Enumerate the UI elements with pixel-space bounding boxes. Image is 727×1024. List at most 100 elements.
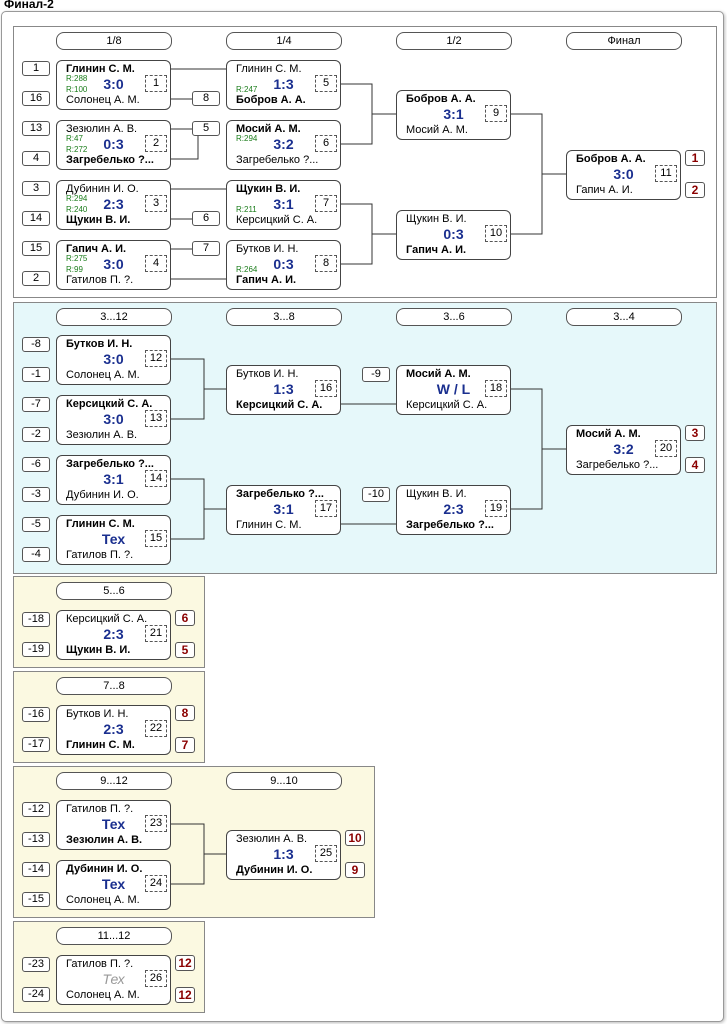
- round-label: 3...12: [56, 308, 172, 326]
- match-score: 2:3: [443, 501, 464, 517]
- seed-box: -10: [362, 487, 390, 502]
- match-number: 9: [485, 105, 507, 122]
- player-top: Глинин С. М.: [236, 63, 302, 75]
- place-badge: 12: [175, 987, 195, 1003]
- match-score: 3:1: [273, 196, 294, 212]
- round-label: 1/2: [396, 32, 512, 50]
- player-bottom: Солонец А. М.: [66, 369, 140, 381]
- player-top: Гапич А. И.: [66, 243, 127, 255]
- match-score: 3:0: [103, 256, 124, 272]
- match-score: 0:3: [443, 226, 464, 242]
- match-number: 14: [145, 470, 167, 487]
- player-bottom: Загребелько ?...: [236, 154, 319, 166]
- round-label: 1/8: [56, 32, 172, 50]
- match-number: 21: [145, 625, 167, 642]
- match-number: 16: [315, 380, 337, 397]
- seed-box: -15: [22, 892, 50, 907]
- match-number: 20: [655, 440, 677, 457]
- player-top: Глинин С. М.: [66, 63, 135, 75]
- seed-box: 14: [22, 211, 50, 226]
- place-badge: 6: [175, 610, 195, 626]
- round-label: 3...8: [226, 308, 342, 326]
- match-number: 8: [315, 255, 337, 272]
- match-score: 3:1: [443, 106, 464, 122]
- match-score: 0:3: [273, 256, 294, 272]
- match-number: 6: [315, 135, 337, 152]
- round-label: 7...8: [56, 677, 172, 695]
- seed-box: -13: [22, 832, 50, 847]
- match-number: 2: [145, 135, 167, 152]
- match-score: 3:1: [103, 471, 124, 487]
- seed-box: -7: [22, 397, 50, 412]
- place-badge: 10: [345, 830, 365, 846]
- round-label: 3...4: [566, 308, 682, 326]
- match-score: Тех: [101, 531, 126, 547]
- seed-box: 4: [22, 151, 50, 166]
- player-bottom: Солонец А. М.: [66, 989, 140, 1001]
- match-score: 3:0: [103, 351, 124, 367]
- seed-box: -8: [22, 337, 50, 352]
- rating-top: R:47: [66, 134, 83, 143]
- player-top: Гатилов П. ?.: [66, 803, 134, 815]
- match-score: Тех: [102, 971, 125, 987]
- rating-bottom: R:240: [66, 205, 88, 214]
- round-label: 11...12: [56, 927, 172, 945]
- rating-top: R:288: [66, 74, 88, 83]
- player-top: Бобров А. А.: [576, 153, 646, 165]
- player-bottom: Глинин С. М.: [66, 739, 135, 751]
- rating-bottom: R:100: [66, 85, 88, 94]
- player-top: Бутков И. Н.: [66, 338, 133, 350]
- player-bottom: Гапич А. И.: [406, 244, 467, 256]
- match-number: 5: [315, 75, 337, 92]
- match-score: 2:3: [103, 721, 124, 737]
- rating-bottom: R:211: [236, 205, 257, 214]
- match-number: 18: [485, 380, 507, 397]
- seed-box: -2: [22, 427, 50, 442]
- player-top: Гатилов П. ?.: [66, 958, 134, 970]
- player-bottom: Гатилов П. ?.: [66, 549, 134, 561]
- player-top: Дубинин И. О.: [66, 183, 139, 195]
- rating-bottom: R:99: [66, 265, 83, 274]
- match-card[interactable]: Гатилов П. ?. Солонец А. М. Тех 26: [56, 955, 171, 1005]
- player-bottom: Керсицкий С. А.: [406, 399, 488, 411]
- round-label: Финал: [566, 32, 682, 50]
- seed-box: -18: [22, 612, 50, 627]
- match-number: 3: [145, 195, 167, 212]
- round-label: 9...12: [56, 772, 172, 790]
- player-top: Щукин В. И.: [236, 183, 301, 195]
- seed-box: 3: [22, 181, 50, 196]
- place-badge: 7: [175, 737, 195, 753]
- seed-box: -19: [22, 642, 50, 657]
- match-number: 26: [145, 970, 167, 987]
- place-badge: 3: [685, 425, 705, 441]
- seed-box: 16: [22, 91, 50, 106]
- seed-box: 7: [192, 241, 220, 256]
- match-number: 11: [655, 165, 677, 182]
